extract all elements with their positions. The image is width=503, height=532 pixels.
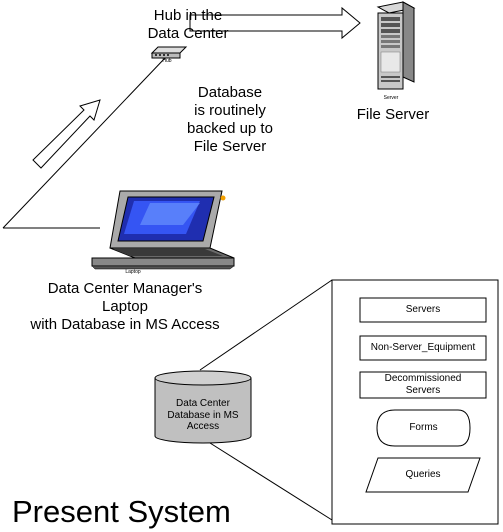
- database-cylinder: [154, 370, 252, 444]
- table-servers: [359, 297, 487, 323]
- backup-note: Database is routinely backed up to File …: [187, 84, 273, 155]
- hub-title: Hub in the Data Center: [147, 7, 229, 42]
- database-label: Data Center Database in MS Access: [167, 398, 239, 432]
- queries-shape: [365, 457, 481, 493]
- table-non-server-equipment: [359, 335, 487, 361]
- server-title: File Server: [356, 106, 430, 123]
- laptop-title: Data Center Manager's Laptop with Databa…: [30, 280, 220, 333]
- arrow-laptop-to-hub: [32, 99, 101, 169]
- laptop-device-label: Laptop: [125, 269, 141, 275]
- table-label-non-server-equipment: Non-Server_Equipment: [370, 342, 476, 353]
- footer-title: Present System: [12, 494, 231, 529]
- server-device-label: Server: [383, 95, 399, 101]
- hub-device: [150, 46, 188, 59]
- table-label-servers: Servers: [405, 304, 441, 315]
- table-decommissioned-servers: [359, 371, 487, 399]
- table-label-decommissioned-servers: Decommissioned Servers: [384, 373, 462, 396]
- laptop-device: [91, 190, 235, 270]
- server-device: [376, 1, 416, 90]
- zoom-line-bottom: [209, 442, 333, 521]
- hub-laptop-link: [2, 57, 166, 229]
- arrow-hub-to-server: [189, 6, 361, 40]
- zoom-line-top: [199, 279, 333, 371]
- hub-device-label: Hub: [162, 58, 172, 64]
- forms-shape: [376, 409, 471, 447]
- queries-label: Queries: [405, 469, 441, 480]
- forms-label: Forms: [409, 422, 438, 433]
